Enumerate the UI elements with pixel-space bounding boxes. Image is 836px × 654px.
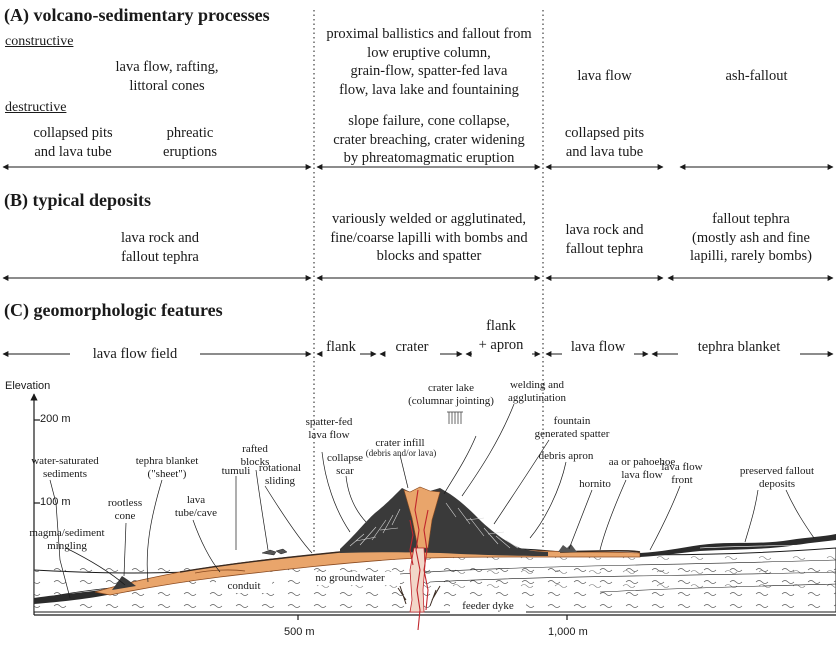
label-crater-lake: crater lake (columnar jointing) xyxy=(400,382,502,407)
label-tephra-sheet: tephra blanket ("sheet") xyxy=(125,455,209,480)
deposit-col3: lava rock and fallout tephra xyxy=(546,221,663,258)
label-rootless-cone: rootless cone xyxy=(100,497,150,522)
destructive-label: destructive xyxy=(5,100,66,115)
label-spatter-fed-lava: spatter-fed lava flow xyxy=(296,416,362,441)
tick-1000m: 1,000 m xyxy=(548,626,588,638)
feature-flank: flank xyxy=(322,338,360,357)
label-rotational-sliding: rotational sliding xyxy=(248,462,312,487)
label-water-saturated: water-saturated sediments xyxy=(20,455,110,480)
constructive-col3: lava flow xyxy=(546,67,663,86)
section-c-title: (C) geomorphologic features xyxy=(4,301,223,321)
deposit-col2: variously welded or agglutinated, fine/c… xyxy=(303,210,555,266)
tick-100m: 100 m xyxy=(40,496,71,508)
section-b-title: (B) typical deposits xyxy=(4,191,151,211)
feature-lava-flow: lava flow xyxy=(562,338,634,357)
label-crater-infill-sub: (debris and/or lava) xyxy=(356,448,446,459)
feature-tephra-blanket: tephra blanket xyxy=(678,338,800,357)
label-lava-flow-front: lava flow front xyxy=(650,461,714,486)
label-conduit: conduit xyxy=(216,580,272,593)
tick-500m: 500 m xyxy=(284,626,315,638)
label-feeder-dyke: feeder dyke xyxy=(450,600,526,613)
deposit-col1: lava rock and fallout tephra xyxy=(60,229,260,266)
destructive-col4: collapsed pits and lava tube xyxy=(546,124,663,161)
constructive-label: constructive xyxy=(5,34,73,49)
label-lava-tube: lava tube/cave xyxy=(168,494,224,519)
label-fountain-spatter: fountain generated spatter xyxy=(522,415,622,440)
feature-lava-flow-field: lava flow field xyxy=(70,345,200,364)
label-magma-mingling: magma/sediment mingling xyxy=(22,527,112,552)
label-preserved-fallout: preserved fallout deposits xyxy=(722,465,832,490)
section-a-title: (A) volcano-sedimentary processes xyxy=(4,6,270,26)
constructive-col1: lava flow, rafting, littoral cones xyxy=(77,58,257,95)
destructive-col2: phreatic eruptions xyxy=(145,124,235,161)
destructive-col1: collapsed pits and lava tube xyxy=(14,124,132,161)
feature-flank-apron: flank + apron xyxy=(466,317,536,354)
feature-crater: crater xyxy=(384,338,440,357)
label-welding: welding and agglutination xyxy=(492,379,582,404)
destructive-col3: slope failure, cone collapse, crater bre… xyxy=(305,112,553,168)
constructive-col4: ash-fallout xyxy=(680,67,833,86)
label-no-groundwater: no groundwater xyxy=(300,572,400,585)
constructive-col2: proximal ballistics and fallout from low… xyxy=(305,25,553,99)
tick-200m: 200 m xyxy=(40,413,71,425)
elevation-label: Elevation xyxy=(5,380,50,392)
deposit-col4: fallout tephra (mostly ash and fine lapi… xyxy=(668,210,834,266)
scoria-cone xyxy=(340,487,548,556)
